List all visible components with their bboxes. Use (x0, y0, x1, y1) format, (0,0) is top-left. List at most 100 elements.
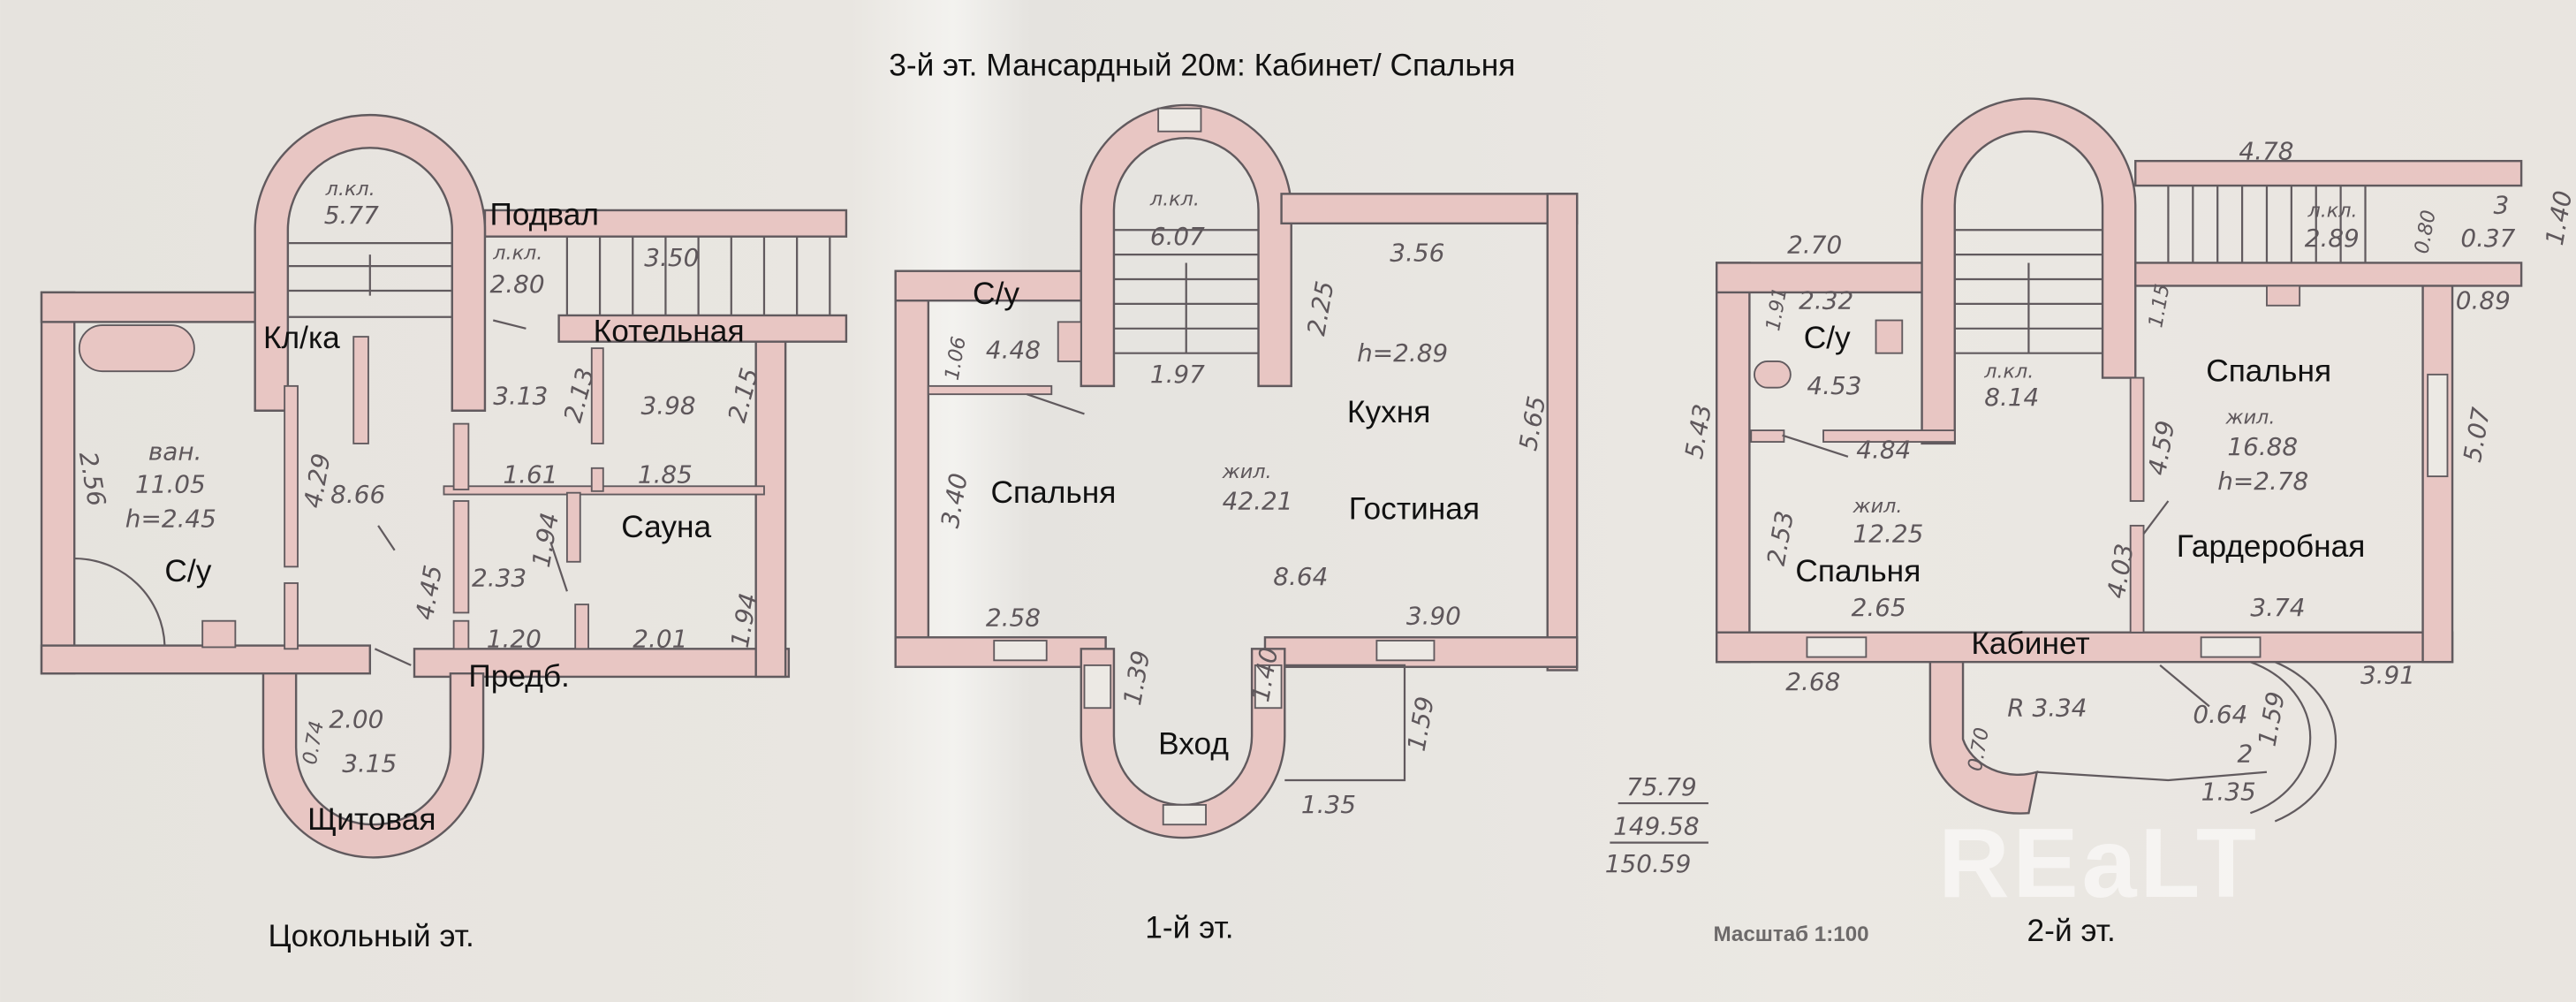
partition (2129, 376, 2145, 502)
dimension: 8.66 (330, 480, 385, 509)
room-label: Кабинет (1971, 626, 2089, 661)
dimension: 4.78 (2239, 136, 2293, 165)
dimension: 1.97 (1150, 360, 1205, 389)
dimension: 3.15 (342, 749, 397, 778)
dimension: 2.58 (986, 603, 1041, 632)
dimension: ван. (148, 437, 202, 467)
bathtub-icon (78, 324, 195, 373)
dimension: жил. (1222, 460, 1272, 483)
dimension: 2.00 (329, 705, 383, 734)
window (2200, 636, 2262, 658)
window (1375, 640, 1436, 662)
stairs (1113, 229, 1259, 354)
room-label: Котельная (594, 315, 745, 349)
dimension: л.кл. (325, 178, 375, 201)
room-label: Спальня (991, 475, 1117, 510)
room-label: Подвал (490, 198, 599, 232)
dimension: 1.85 (638, 460, 693, 490)
partition (590, 347, 604, 444)
dimension: 2.01 (633, 624, 687, 653)
entrance-wall (1080, 648, 1286, 839)
room-label: Вход (1158, 726, 1229, 761)
wall (1715, 262, 1751, 664)
stair-tower-wall (1921, 97, 2137, 445)
dimension: 11.05 (135, 470, 206, 499)
dimension: 2.89 (2305, 224, 2360, 253)
room-label: Спальня (1795, 554, 1921, 588)
dimension: h=2.89 (1357, 338, 1448, 368)
dimension: 3.74 (2250, 593, 2305, 622)
sheet-title: 3-й эт. Мансардный 20м: Кабинет/ Спальня (889, 49, 1515, 83)
partition (2129, 524, 2145, 634)
watermark-logo: REaLT (1938, 808, 2260, 918)
wall (1546, 193, 1579, 672)
dimension: 4.48 (986, 335, 1041, 364)
dimension: R 3.34 (2007, 694, 2087, 723)
dimension: 42.21 (1223, 486, 1293, 515)
partition (565, 491, 581, 563)
partition (284, 582, 299, 650)
dimension: 6.07 (1150, 222, 1205, 251)
room-label: Спальня (2206, 353, 2331, 388)
dimension: 4.53 (1807, 371, 1861, 400)
partition (352, 336, 369, 444)
total-area: 149.58 (1613, 811, 1700, 840)
wall (40, 644, 372, 675)
room-label: Кухня (1347, 395, 1431, 429)
dimension: л.кл. (1149, 187, 1200, 210)
dimension: 2.70 (1787, 230, 1842, 259)
dimension: 8.64 (1273, 562, 1328, 591)
window (1806, 636, 1868, 658)
porch-outline (1284, 664, 1406, 782)
room-label: С/у (973, 277, 1019, 311)
dimension: 2.65 (1852, 593, 1906, 622)
toilet-icon (1875, 319, 1904, 354)
sink-icon (1754, 361, 1792, 389)
dimension: 2.33 (472, 564, 527, 593)
dimension: 2.32 (1799, 285, 1853, 315)
room-label: Гостиная (1349, 491, 1480, 526)
partition (590, 467, 604, 492)
stairs (287, 236, 831, 318)
dimension: h=2.45 (125, 505, 216, 534)
partition (284, 384, 299, 568)
room-label: С/у (164, 554, 211, 588)
study-wall (1928, 660, 2039, 815)
dimension: 3.91 (2360, 660, 2415, 689)
radiator-icon (2266, 285, 2301, 307)
dimension: 2 (2238, 740, 2254, 769)
dimension: 1.20 (487, 624, 542, 653)
dimension: 8.14 (1984, 383, 2039, 412)
stair-tower-wall (254, 113, 487, 412)
partition (452, 422, 470, 490)
spiral-stair (2250, 661, 2337, 823)
wall (483, 209, 848, 238)
dimension: 12.25 (1853, 519, 1924, 548)
dimension: 3.50 (644, 243, 699, 272)
scale-label: Масштаб 1:100 (1713, 922, 1868, 946)
floor-caption: 1-й эт. (1145, 910, 1233, 945)
dimension: 0.89 (2456, 285, 2511, 315)
room-label: Щитовая (307, 802, 436, 837)
partition (452, 619, 470, 650)
door-swing-icon (74, 557, 166, 646)
electrical-room-wall (261, 672, 485, 859)
plan-second-floor: С/у Спальня Спальня Гардеробная Кабинет … (1679, 97, 2576, 948)
window (1157, 107, 1202, 133)
partition (927, 384, 1053, 396)
partition (574, 603, 589, 650)
wall (2134, 262, 2523, 287)
toilet-icon (201, 619, 237, 649)
dimension: 5.77 (324, 201, 379, 230)
study-outline (2036, 770, 2268, 782)
wall (1280, 193, 1579, 225)
plan-first-floor: С/у Спальня Кухня Гостиная Вход л.кл. 6.… (894, 103, 1579, 945)
dimension: 1.61 (503, 460, 557, 490)
wall (40, 291, 76, 675)
floor-caption: Цокольный эт. (269, 919, 474, 953)
floor-caption: 2-й эт. (2027, 914, 2116, 948)
dimension: л.кл. (1983, 361, 2034, 383)
dimension: 4.84 (1856, 436, 1911, 465)
total-living-area: 75.79 (1626, 772, 1697, 801)
